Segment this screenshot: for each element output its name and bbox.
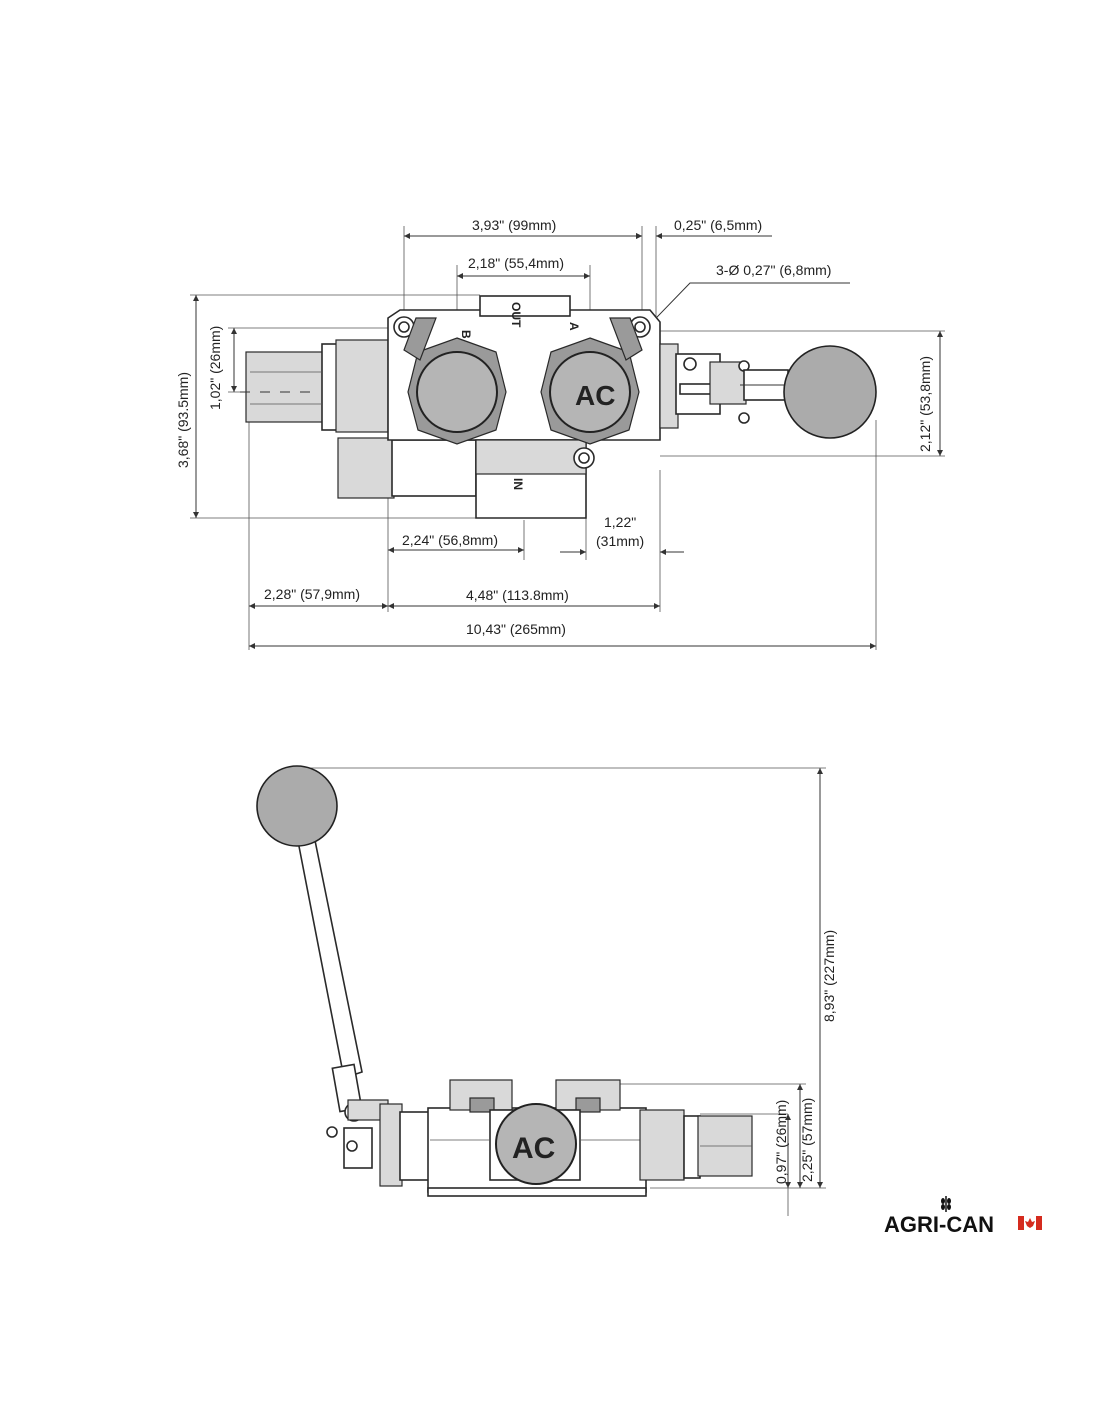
dim-mount-holes: 3-Ø 0,27" (6,8mm) [716, 262, 831, 278]
dim-lever-height: 8,93" (227mm) [821, 930, 837, 1022]
side-view: AC 8,93" (227mm) 0,97" (26mm) 2,25" (57m… [256, 765, 837, 1216]
dim-side-body-height: 2,25" (57mm) [799, 1098, 815, 1182]
port-label-a: A [567, 322, 581, 331]
dim-hole-offset: 0,25" (6,5mm) [674, 217, 762, 233]
dim-side-port-height: 0,97" (26mm) [773, 1100, 789, 1184]
port-label-b: B [459, 330, 473, 339]
dim-body-length: 4,48" (113.8mm) [466, 587, 569, 603]
dim-body-width: 3,93" (99mm) [472, 217, 556, 233]
dim-port-center-height: 1,02" (26mm) [207, 326, 223, 410]
logo-text: AGRI-CAN [884, 1212, 994, 1237]
port-label-out: OUT [509, 302, 523, 328]
dim-end-offset-line1: 1,22" [604, 514, 636, 530]
dim-total-height: 3,68" (93.5mm) [175, 372, 191, 468]
agri-can-logo: AGRI-CAN [884, 1196, 1042, 1237]
dim-handle-height: 2,12" (53,8mm) [917, 356, 933, 452]
top-view: AC B OUT A IN 3,93" (99mm) 0,25" (6,5mm)… [175, 217, 945, 650]
dim-in-port-offset: 2,24" (56,8mm) [402, 532, 498, 548]
port-label-in: IN [511, 478, 525, 490]
dim-overall-length: 10,43" (265mm) [466, 621, 566, 637]
dim-port-spacing: 2,18" (55,4mm) [468, 255, 564, 271]
canada-flag-icon [1018, 1216, 1042, 1230]
ac-emblem-side: AC [512, 1132, 555, 1165]
dim-end-offset-line2: (31mm) [596, 533, 644, 549]
dim-spool-extension: 2,28" (57,9mm) [264, 586, 360, 602]
ac-emblem-top: AC [575, 380, 615, 411]
wheat-icon [941, 1196, 951, 1212]
